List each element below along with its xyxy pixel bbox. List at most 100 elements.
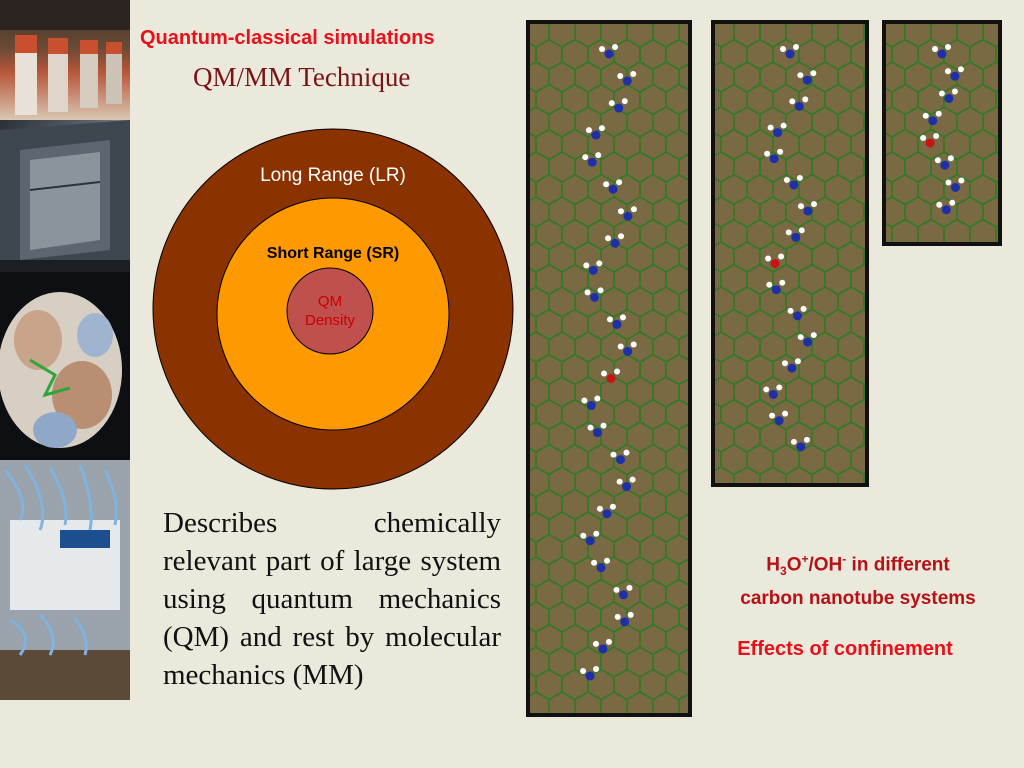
hydrogen-atom	[599, 46, 605, 52]
photo-strip	[0, 0, 130, 700]
supercomputer-room-photo	[0, 0, 130, 120]
hydrogen-atom	[780, 122, 787, 129]
hydrogen-atom	[591, 559, 598, 566]
hydrogen-atom	[580, 532, 587, 539]
slide-subtitle: Quantum-classical simulations	[140, 27, 435, 49]
hydrogen-atom	[614, 613, 621, 620]
hydrogen-atom	[584, 289, 591, 296]
water-oxygen-atom	[803, 337, 813, 347]
hydrogen-atom	[604, 557, 611, 564]
water-oxygen-atom	[608, 184, 618, 194]
water-oxygen-atom	[928, 116, 938, 126]
hydrogen-atom	[787, 307, 794, 314]
cluster-hardware-photo	[0, 460, 130, 700]
hydrogen-atom	[619, 314, 626, 321]
hydrogen-atom	[783, 176, 790, 183]
hydrogen-atom	[605, 235, 612, 242]
hydrogen-atom	[597, 287, 604, 294]
hydrogen-atom	[623, 449, 630, 456]
water-oxygen-atom	[614, 103, 624, 113]
nanotube-caption: H3O+/OH- in different carbon nanotube sy…	[692, 545, 1024, 613]
hydrogen-atom	[797, 334, 804, 341]
hydrogen-atom	[587, 424, 594, 431]
water-oxygen-atom	[622, 482, 632, 492]
water-oxygen-atom	[950, 183, 960, 192]
hydrogen-atom	[617, 73, 624, 80]
hydrogen-atom	[945, 44, 951, 50]
water-oxygen-atom	[588, 265, 598, 275]
water-oxygen-atom	[623, 211, 633, 221]
hydrogen-atom	[765, 255, 772, 262]
water-oxygen-atom	[590, 292, 600, 302]
water-oxygen-atom	[940, 160, 950, 170]
hydrogen-atom	[798, 227, 805, 234]
water-oxygen-atom	[620, 617, 630, 627]
water-oxygen-atom	[950, 71, 960, 81]
water-oxygen-atom	[787, 363, 797, 373]
water-oxygen-atom	[789, 180, 799, 190]
water-oxygen-atom	[802, 75, 812, 85]
hydrogen-atom	[630, 341, 637, 348]
hydrogen-atom	[612, 44, 618, 50]
density-label: Density	[305, 312, 356, 329]
hydrogen-atom	[606, 316, 613, 323]
water-oxygen-atom	[622, 76, 632, 86]
water-oxygen-atom	[774, 416, 784, 426]
hydrogen-atom	[629, 476, 636, 483]
hydronium-oxygen-atom	[925, 138, 935, 148]
water-oxygen-atom	[623, 346, 633, 356]
hydrogen-atom	[592, 640, 599, 647]
hydrogen-atom	[793, 44, 799, 50]
water-oxygen-atom	[596, 563, 606, 573]
water-oxygen-atom	[591, 130, 601, 140]
hydrogen-atom	[947, 155, 954, 162]
hydrogen-atom	[776, 384, 783, 391]
molecular-surface-photo	[0, 260, 130, 460]
water-oxygen-atom	[771, 285, 781, 295]
hydrogen-atom	[785, 229, 792, 236]
long-nanotube-svg	[530, 24, 688, 713]
water-oxygen-atom	[803, 206, 813, 216]
water-oxygen-atom	[604, 49, 614, 59]
hydrogen-atom	[616, 179, 623, 186]
hydrogen-atom	[933, 133, 940, 139]
hydronium-oxygen-atom	[770, 259, 780, 268]
water-oxygen-atom	[793, 311, 803, 321]
hydrogen-atom	[598, 125, 605, 132]
hydrogen-atom	[626, 584, 633, 591]
hydrogen-atom	[616, 478, 623, 485]
hydrogen-atom	[630, 71, 637, 78]
hydrogen-atom	[617, 208, 624, 215]
hydrogen-atom	[596, 505, 603, 512]
qm-label: QM	[318, 293, 342, 310]
water-oxygen-atom	[941, 205, 951, 215]
water-oxygen-atom	[796, 442, 806, 452]
hydrogen-atom	[614, 368, 621, 375]
hydrogen-atom	[944, 68, 951, 75]
water-oxygen-atom	[785, 49, 795, 59]
short-nanotube-svg	[886, 24, 998, 242]
hydrogen-atom	[763, 386, 770, 393]
hydrogen-atom	[949, 199, 956, 206]
water-oxygen-atom	[791, 232, 801, 242]
water-oxygen-atom	[773, 128, 783, 138]
hydrogen-atom	[938, 90, 945, 97]
hydrogen-atom	[767, 124, 774, 131]
hydrogen-atom	[581, 397, 588, 404]
water-oxygen-atom	[768, 389, 778, 399]
description-text: Describes chemically relevant part of la…	[163, 507, 501, 691]
long-nanotube-image	[526, 20, 692, 717]
hydrogen-atom	[764, 150, 771, 157]
hydrogen-atom	[779, 279, 786, 286]
water-oxygen-atom	[593, 428, 603, 438]
medium-nanotube-svg	[715, 24, 865, 483]
effects-caption: Effects of confinement	[737, 638, 953, 660]
server-cabinet-photo	[0, 120, 130, 260]
hydrogen-atom	[800, 305, 807, 312]
hydrogen-atom	[621, 98, 628, 105]
hydrogen-atom	[603, 181, 610, 188]
water-oxygen-atom	[610, 238, 620, 248]
hydrogen-atom	[617, 343, 624, 350]
hydrogen-atom	[781, 360, 788, 367]
hydrogen-atom	[596, 260, 603, 267]
